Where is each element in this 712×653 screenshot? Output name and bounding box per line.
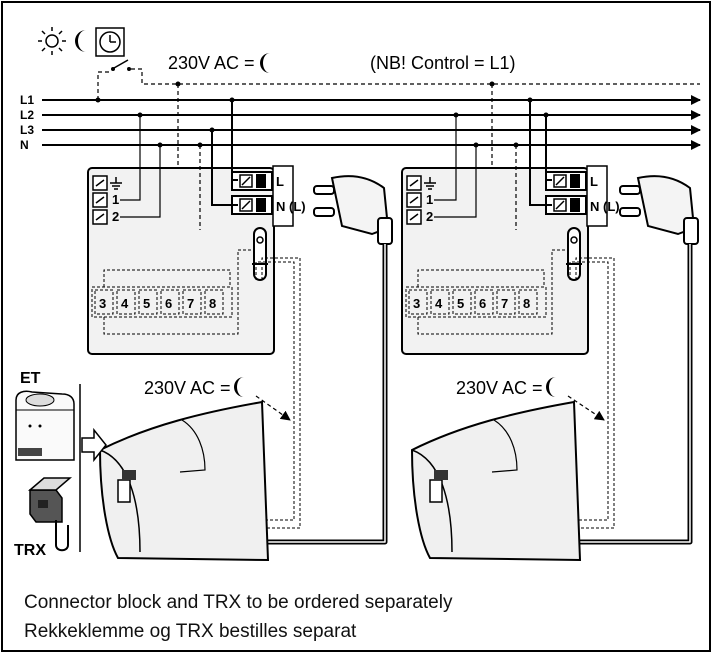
terminal-1-label: 1	[112, 192, 119, 207]
heater-unit-1: 1 2 L N (L)	[87, 81, 393, 562]
terminal-block-ln	[231, 171, 273, 215]
terminal-3-label: 3	[99, 296, 106, 311]
terminal-7-label: 7	[187, 296, 194, 311]
control-note: (NB! Control = L1)	[370, 53, 516, 73]
terminal-n-label: N (L)	[590, 199, 620, 214]
terminal-group-lower: 3 4 5 6 7 8	[405, 249, 572, 335]
control-line	[131, 68, 700, 85]
terminal-4-label: 4	[121, 296, 129, 311]
heater-supply-label: 230V AC =	[144, 378, 231, 398]
heater-unit-2: 1 2 L N (L) 3 4	[401, 81, 699, 562]
moon-icon	[75, 30, 86, 52]
terminal-1-label: 1	[426, 192, 433, 207]
terminal-7-label: 7	[501, 296, 508, 311]
bus-lines	[42, 95, 701, 150]
caption-norwegian: Rekkeklemme og TRX bestilles separat	[24, 621, 357, 642]
caption-english: Connector block and TRX to be ordered se…	[24, 592, 453, 613]
accessories: ET TRX	[14, 370, 107, 559]
terminal-group-lower: 3 4 5 6 7 8	[91, 249, 258, 335]
et-label: ET	[20, 370, 41, 387]
moon-icon	[234, 377, 244, 397]
terminal-2-label: 2	[112, 209, 119, 224]
line-label-l2: L2	[20, 108, 34, 122]
trx-label: TRX	[14, 542, 46, 559]
terminal-l-label: L	[590, 174, 598, 189]
moon-icon	[546, 377, 556, 397]
line-label-l1: L1	[20, 93, 34, 107]
earth-icon	[424, 177, 436, 190]
terminal-5-label: 5	[143, 296, 150, 311]
terminal-n-label: N (L)	[276, 199, 306, 214]
panel-heater	[410, 400, 582, 562]
terminal-group-upper: 1 2	[92, 175, 122, 225]
line-labels: L1 L2 L3 N	[20, 93, 34, 152]
line-label-n: N	[20, 138, 29, 152]
moon-icon	[260, 53, 270, 73]
et-module-icon	[15, 390, 75, 461]
line-label-l3: L3	[20, 123, 34, 137]
terminal-4-label: 4	[435, 296, 443, 311]
terminal-6-label: 6	[165, 296, 172, 311]
heater-supply-label: 230V AC =	[456, 378, 543, 398]
trx-module-icon	[27, 477, 73, 552]
terminal-8-label: 8	[209, 296, 216, 311]
clock-icon	[95, 27, 125, 57]
panel-heater	[98, 400, 270, 562]
terminal-group-upper: 1 2	[406, 175, 436, 225]
terminal-5-label: 5	[457, 296, 464, 311]
terminal-l-label: L	[276, 174, 284, 189]
terminal-8-label: 8	[523, 296, 530, 311]
sun-icon	[38, 27, 66, 55]
terminal-3-label: 3	[413, 296, 420, 311]
earth-icon	[110, 177, 122, 190]
terminal-6-label: 6	[479, 296, 486, 311]
insert-arrow-icon	[81, 427, 107, 463]
terminal-2-label: 2	[426, 209, 433, 224]
supply-label: 230V AC =	[168, 53, 255, 73]
